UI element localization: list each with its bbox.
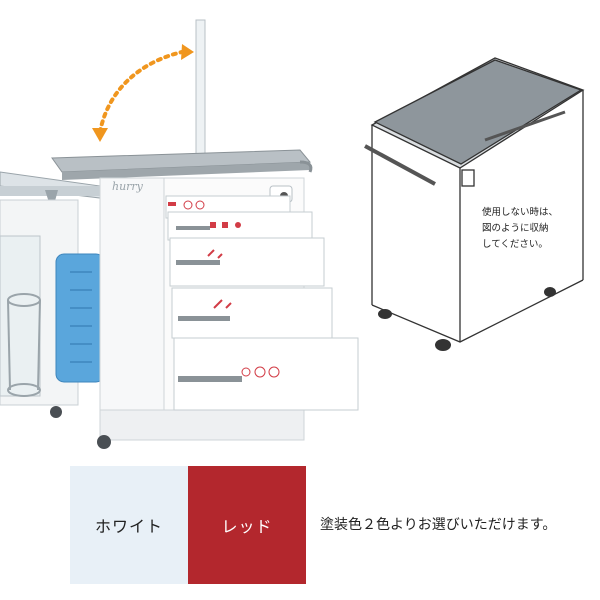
rotation-arrow-icon [92,44,194,142]
storage-line-art [364,57,585,351]
drawer-2[interactable] [167,211,313,241]
blue-board [55,253,105,383]
storage-note: 使用しない時は、 図のように収納 してください。 [482,207,559,250]
drawer-4[interactable] [171,287,333,339]
color-swatch-white[interactable]: ホワイト [70,466,188,584]
color-swatch-red[interactable]: レッド [188,466,306,584]
product-photo: hurry [0,19,359,449]
color-caption: 塗装色２色よりお選びいただけます。 [320,517,557,533]
caster-wheel [50,406,111,449]
side-tray [0,171,105,406]
drawer-5[interactable] [173,337,359,411]
drawer-3[interactable] [169,237,325,287]
brand-text: hurry [112,180,144,193]
cart-top-tray [51,149,313,180]
color-swatch-label: レッド [221,517,273,536]
mount-pole [195,19,206,161]
caster-wheel [378,287,556,351]
color-swatch-label: ホワイト [94,517,163,536]
